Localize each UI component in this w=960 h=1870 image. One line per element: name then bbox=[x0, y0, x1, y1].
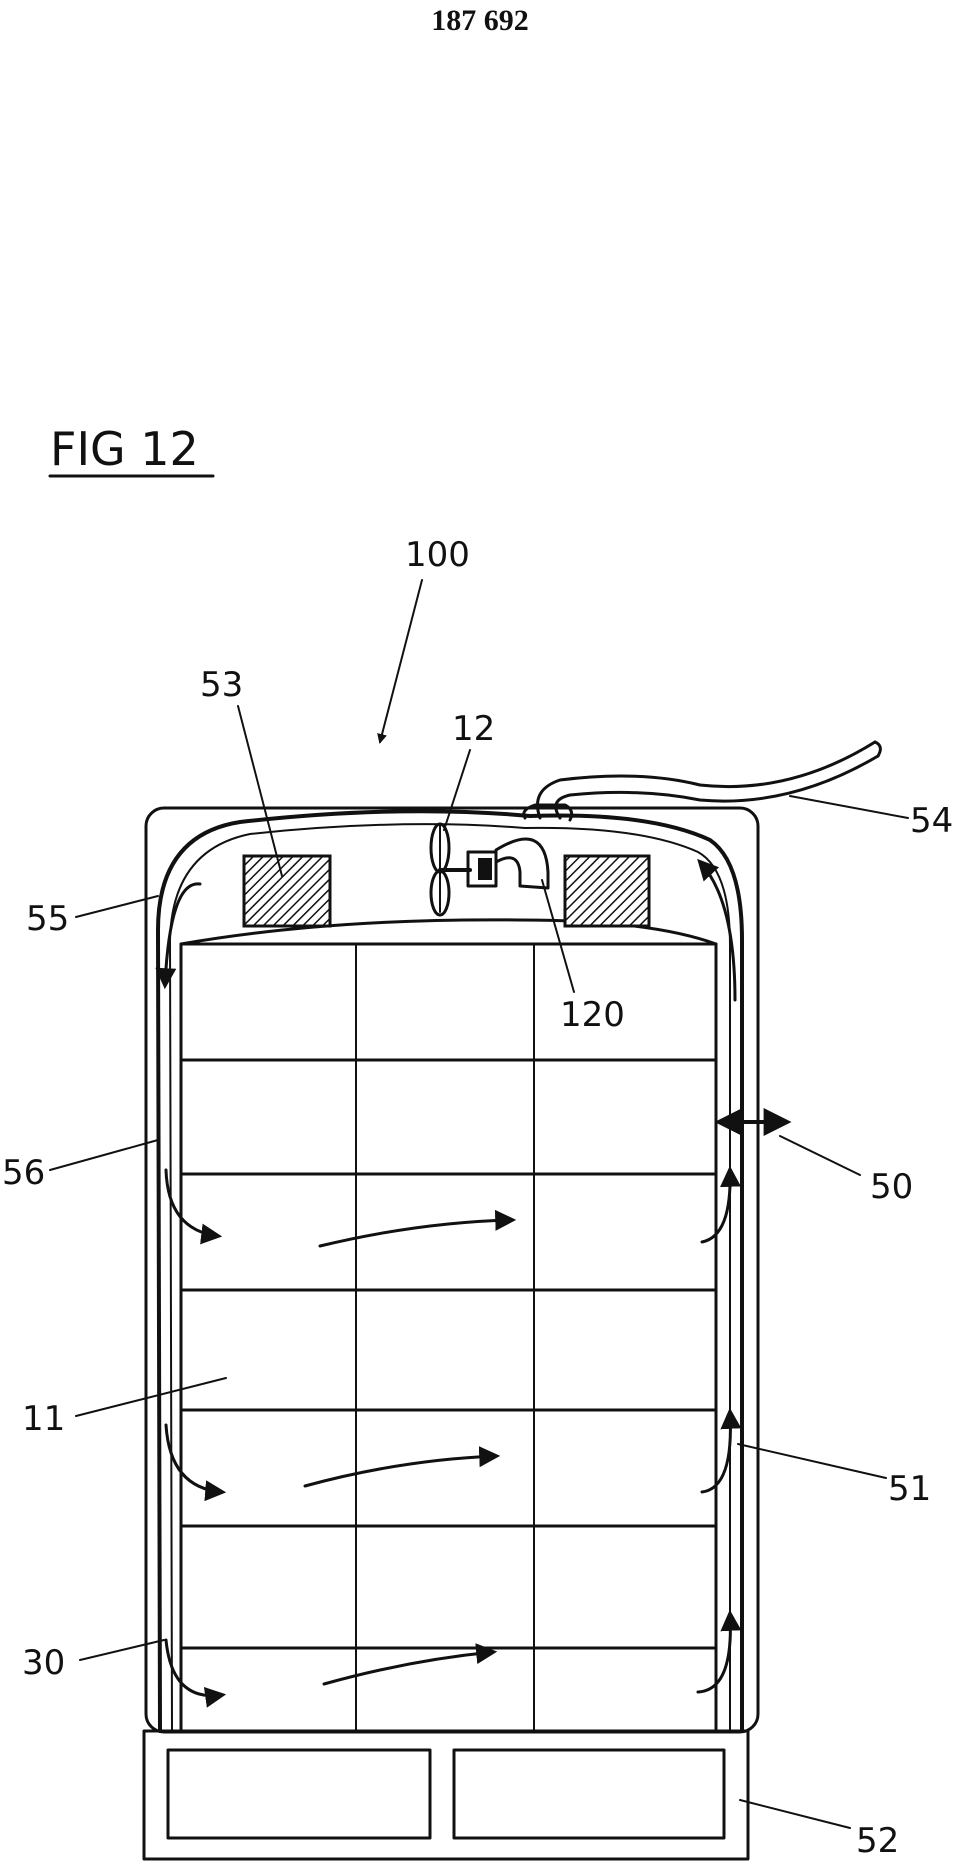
airflow-arrow-right-3 bbox=[696, 1609, 742, 1694]
airflow-arrow-left-2 bbox=[164, 1423, 227, 1502]
pallet-base bbox=[142, 1729, 750, 1861]
leader-53 bbox=[237, 705, 283, 877]
leader-100 bbox=[377, 579, 423, 744]
airflow-arrow-middle-1 bbox=[318, 1209, 517, 1248]
element-53-right bbox=[563, 854, 651, 928]
page-number: 187 692 bbox=[431, 4, 529, 37]
leader-30 bbox=[79, 1639, 165, 1661]
hose-54 bbox=[536, 740, 877, 820]
label-52: 52 bbox=[856, 1821, 899, 1861]
leader-50 bbox=[779, 1135, 861, 1176]
airflow-arrow-middle-2 bbox=[303, 1446, 501, 1488]
label-56: 56 bbox=[2, 1153, 45, 1193]
airflow-arrow-right-1 bbox=[700, 1165, 742, 1244]
air-channel-inner bbox=[169, 823, 731, 1732]
container-outline bbox=[144, 806, 760, 1734]
label-55: 55 bbox=[26, 899, 69, 939]
motor-housing-120 bbox=[494, 837, 550, 890]
cargo-block bbox=[179, 918, 718, 1733]
fan-12 bbox=[429, 822, 498, 917]
leader-56 bbox=[49, 1139, 159, 1171]
label-54: 54 bbox=[910, 801, 953, 841]
airflow-arrow-left-3 bbox=[164, 1638, 227, 1708]
label-50: 50 bbox=[870, 1167, 913, 1207]
airflow-arrow-top-right bbox=[697, 858, 737, 1002]
airflow-arrow-top-left bbox=[155, 882, 202, 990]
leader-120 bbox=[541, 879, 575, 993]
airflow-arrow-middle-3 bbox=[322, 1643, 498, 1686]
leader-54 bbox=[789, 795, 909, 819]
leader-11 bbox=[75, 1377, 227, 1417]
label-11: 11 bbox=[22, 1399, 65, 1439]
element-53-left bbox=[242, 854, 332, 928]
leader-51 bbox=[737, 1443, 887, 1479]
airflow-arrow-left-1 bbox=[164, 1168, 223, 1245]
label-30: 30 bbox=[22, 1643, 65, 1683]
hose-54-inner bbox=[554, 754, 880, 820]
leader-52 bbox=[739, 1799, 851, 1829]
label-53: 53 bbox=[200, 665, 243, 705]
label-120: 120 bbox=[560, 995, 625, 1035]
leader-12 bbox=[443, 749, 471, 831]
label-12: 12 bbox=[452, 709, 495, 749]
leader-55 bbox=[75, 895, 159, 918]
figure-title: FIG 12 bbox=[50, 422, 199, 476]
label-100: 100 bbox=[405, 535, 470, 575]
air-circulation-hood bbox=[156, 809, 744, 1733]
airflow-arrow-right-2 bbox=[700, 1407, 742, 1494]
label-51: 51 bbox=[888, 1469, 931, 1509]
